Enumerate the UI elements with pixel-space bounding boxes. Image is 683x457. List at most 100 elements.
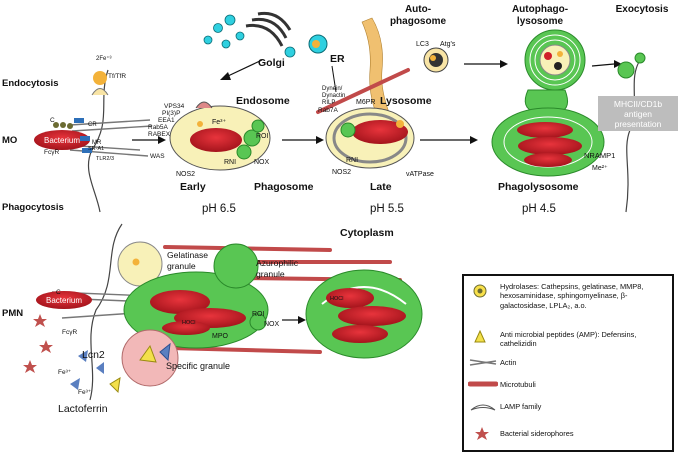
- label-vps34: VPS34: [164, 103, 185, 110]
- label-nox-early: NOX: [254, 159, 270, 166]
- label-azurophilic-2: granule: [256, 269, 285, 279]
- label-ph-late: pH 5.5: [370, 203, 404, 215]
- legend-lamp: LAMP family: [500, 402, 542, 411]
- label-cr: CR: [88, 122, 97, 128]
- arrow-to-exocytosis: [591, 63, 615, 67]
- label-cytoplasm: Cytoplasm: [340, 227, 394, 239]
- label-atgs: Atg's: [440, 41, 456, 48]
- tf-receptor-icon: [93, 71, 107, 85]
- label-hocl-pmn: HOCl: [182, 320, 195, 326]
- er-vesicle-inner: [312, 40, 320, 48]
- azurophilic-granule: [123, 243, 269, 349]
- actin-icon: [469, 359, 497, 366]
- label-sr: SR-A1: [88, 146, 104, 152]
- label-autophagosome-2: phagosome: [390, 16, 447, 27]
- label-autophagosome-1: Auto-: [405, 4, 431, 15]
- exocytosis-membrane: [625, 59, 641, 213]
- label-eea1: EEA1: [158, 117, 175, 124]
- label-nramp1: NRAMP1: [584, 151, 615, 160]
- legend-actin: Actin: [500, 358, 517, 367]
- autophagolysosome: [524, 29, 586, 91]
- tf-receptor-pit: [91, 88, 109, 96]
- lamp-icon: [470, 404, 496, 411]
- label-rab5a: Rab5A: [148, 124, 169, 131]
- phagolysosome-pmn: [305, 269, 423, 359]
- phagolysosome-mo: [491, 89, 605, 177]
- label-fcyr-pmn: FcγR: [62, 329, 77, 336]
- lcn2-triangles: [70, 350, 121, 394]
- label-phagolysosome: Phagolysosome: [498, 181, 579, 193]
- label-lysosome: Lysosome: [380, 95, 432, 107]
- microtubule-icon: [468, 381, 498, 387]
- bacterium-pmn-entry: [36, 291, 92, 309]
- label-mo: MO: [2, 135, 17, 146]
- label-fcyr-mo: FcγR: [44, 149, 59, 156]
- label-nox-pmn: NOX: [264, 321, 280, 328]
- golgi-vesicles: [203, 14, 296, 58]
- label-tf: Tf/TfR: [108, 73, 126, 80]
- amp-icon: [474, 330, 486, 343]
- label-rni-early: RNI: [224, 159, 236, 166]
- receptors-mo: [53, 118, 92, 153]
- legend-amp: Anti microbial peptides (AMP): Defensins…: [500, 330, 637, 349]
- label-fe-pmn-2: Fe³⁺: [78, 389, 92, 396]
- label-pmn: PMN: [2, 308, 23, 319]
- mhc-antigen-presentation-box: MHCII/CD1b antigen presentation: [598, 96, 678, 131]
- label-lcn2: Lcn2: [82, 349, 105, 361]
- label-exocytosis: Exocytosis: [616, 4, 669, 15]
- pmn-membrane: [89, 223, 123, 401]
- label-dynactin: Dynactin: [322, 93, 345, 99]
- label-er: ER: [330, 53, 345, 65]
- label-gelatinase-1: Gelatinase: [167, 250, 208, 260]
- siderophore-icon: [475, 427, 489, 440]
- arrow-golgi-to-endosome: [227, 59, 263, 77]
- label-endosome: Endosome: [236, 95, 290, 107]
- label-c-pmn: C: [56, 289, 61, 296]
- label-roi-early: ROI: [256, 133, 269, 140]
- bacterium-pmn-label: Bacterium: [46, 296, 82, 305]
- label-me2: Me²⁺: [592, 165, 608, 172]
- legend-box: Hydrolases: Cathepsins, gelatinase, MMP8…: [462, 274, 674, 452]
- label-ph-early: pH 6.5: [202, 203, 236, 215]
- hydrolase-icon: [473, 284, 487, 298]
- label-nos2-late: NOS2: [332, 169, 351, 176]
- label-rilp: RILP: [322, 100, 335, 106]
- label-mr: MR: [92, 140, 102, 146]
- early-phagosome: [169, 101, 271, 171]
- label-phagocytosis: Phagocytosis: [2, 202, 64, 213]
- label-was: WAS: [150, 153, 165, 160]
- label-rabex: RABEX: [148, 131, 171, 138]
- label-ph-phagolysosome: pH 4.5: [522, 203, 556, 215]
- label-nos2-early: NOS2: [176, 171, 195, 178]
- label-gelatinase-2: granule: [167, 261, 196, 271]
- late-phagosome: [325, 107, 415, 169]
- exocytosis-vesicle: [617, 61, 635, 79]
- arrow-to-lysosome: [331, 65, 337, 93]
- siderophore-stars: [23, 314, 53, 373]
- label-phagosome: Phagosome: [254, 181, 314, 193]
- label-fe-early: Fe³⁺: [212, 119, 227, 126]
- label-endocytosis: Endocytosis: [2, 78, 59, 89]
- label-tlr: TLR2/3: [96, 156, 114, 162]
- label-specific-granule: Specific granule: [166, 361, 230, 371]
- golgi-stack: [245, 11, 292, 47]
- label-pi3p: PI(3)P: [162, 110, 180, 117]
- label-hocl-phagolysosome: HOCl: [330, 296, 343, 302]
- mhc-line-3: presentation: [614, 118, 662, 129]
- microtubule-upper: [316, 68, 410, 114]
- label-fe-pmn-1: Fe³⁺: [58, 369, 72, 376]
- label-golgi: Golgi: [258, 57, 285, 69]
- label-lc3: LC3: [416, 41, 429, 48]
- label-mpo: MPO: [212, 333, 229, 340]
- label-late: Late: [370, 181, 392, 193]
- bacterium-mo-label: Bacterium: [44, 136, 80, 145]
- label-c-mo: C: [50, 117, 55, 124]
- label-m6pr: M6PR: [356, 99, 375, 106]
- mhc-line-1: MHCII/CD1b: [613, 98, 663, 109]
- label-rni-late: RNI: [346, 157, 358, 164]
- legend-microtubuli: Microtubuli: [500, 380, 536, 389]
- label-early: Early: [180, 181, 206, 193]
- label-lactoferrin: Lactoferrin: [58, 403, 108, 415]
